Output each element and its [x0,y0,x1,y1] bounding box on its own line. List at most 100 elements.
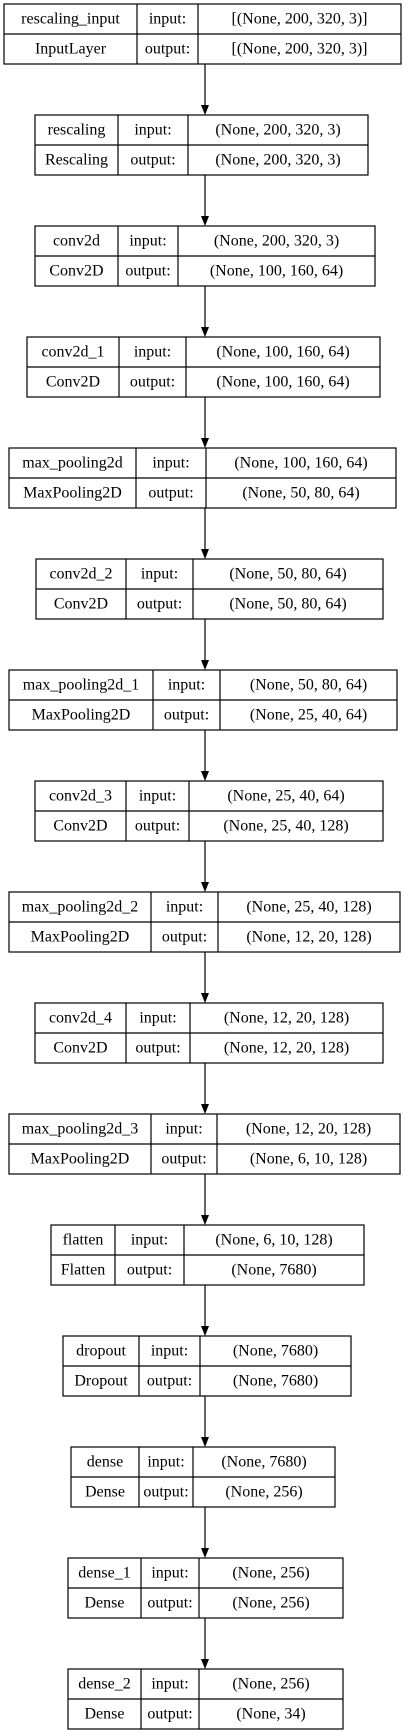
connection-arrow [201,1285,209,1336]
layer-name: max_pooling2d [22,455,122,472]
arrowhead-icon [201,771,209,781]
input-label: input: [152,455,189,472]
output-shape: (None, 50, 80, 64) [242,485,359,502]
output-shape: (None, 25, 40, 64) [250,707,367,724]
arrowhead-icon [201,993,209,1003]
layer-name: conv2d_1 [41,344,104,361]
layer-name: max_pooling2d_3 [22,1121,138,1138]
input-label: input: [151,1565,188,1582]
input-shape: (None, 200, 320, 3) [215,122,340,139]
input-label: input: [139,788,176,805]
connection-arrow [201,730,209,781]
output-label: output: [143,1484,188,1501]
layer-name: conv2d_4 [49,1010,112,1027]
output-label: output: [137,596,182,613]
layer-name: conv2d_2 [49,566,112,583]
input-shape: (None, 256) [232,1565,309,1582]
connection-arrow [201,397,209,448]
connection-arrow [201,1063,209,1114]
connection-arrow [201,1174,209,1225]
layer-name: dense_2 [78,1676,130,1693]
arrowhead-icon [201,105,209,115]
output-shape: (None, 50, 80, 64) [229,596,346,613]
input-label: input: [151,1343,188,1360]
input-shape: (None, 6, 10, 128) [215,1232,332,1249]
layer-type: MaxPooling2D [23,485,122,502]
layer-type: MaxPooling2D [31,929,130,946]
output-shape: (None, 100, 160, 64) [210,263,343,280]
layer-name: max_pooling2d_1 [23,677,139,694]
output-label: output: [130,374,175,391]
output-shape: (None, 12, 20, 128) [246,929,371,946]
output-shape: (None, 25, 40, 128) [223,818,348,835]
input-label: input: [134,344,171,361]
input-shape: (None, 12, 20, 128) [224,1010,349,1027]
layer-name: dropout [76,1343,126,1360]
output-shape: (None, 256) [225,1484,302,1501]
layer-node-max-pooling2d: max_pooling2dMaxPooling2Dinput:output:(N… [8,447,397,509]
input-label: input: [151,1676,188,1693]
arrowhead-icon [201,1659,209,1669]
input-label: input: [131,1232,168,1249]
input-label: input: [166,899,203,916]
output-shape: (None, 256) [232,1595,309,1612]
connection-arrow [201,286,209,337]
input-label: input: [139,1010,176,1027]
layer-type: Conv2D [53,818,107,835]
output-label: output: [162,929,207,946]
connection-arrow [201,619,209,670]
layer-name: conv2d [53,233,100,250]
output-label: output: [127,1262,172,1279]
connection-arrow [201,841,209,892]
input-shape: (None, 256) [232,1676,309,1693]
layer-type: Conv2D [49,263,103,280]
connection-arrow [201,952,209,1003]
layer-type: InputLayer [35,41,107,58]
input-label: input: [165,1121,202,1138]
arrowhead-icon [201,549,209,559]
input-shape: (None, 7680) [221,1454,306,1471]
arrowhead-icon [201,882,209,892]
output-label: output: [161,1151,206,1168]
output-label: output: [135,818,180,835]
layer-type: Dropout [74,1373,128,1390]
layer-type: MaxPooling2D [31,1151,130,1168]
input-label: input: [141,566,178,583]
layer-type: Rescaling [45,152,108,169]
input-shape: (None, 7680) [233,1343,318,1360]
arrowhead-icon [201,327,209,337]
output-shape: (None, 12, 20, 128) [224,1040,349,1057]
layer-name: max_pooling2d_2 [22,899,138,916]
output-label: output: [135,1040,180,1057]
layer-type: Conv2D [53,1040,107,1057]
input-shape: (None, 100, 160, 64) [234,455,367,472]
output-label: output: [147,1706,192,1723]
connection-arrow [201,175,209,226]
layer-type: MaxPooling2D [32,707,131,724]
layer-type: Dense [85,1706,125,1723]
input-shape: (None, 25, 40, 128) [246,899,371,916]
layer-type: Flatten [61,1262,105,1279]
input-label: input: [168,677,205,694]
layer-name: dense_1 [78,1565,130,1582]
layer-name: dense [87,1454,123,1471]
input-shape: (None, 50, 80, 64) [229,566,346,583]
layer-name: rescaling_input [21,11,120,28]
output-label: output: [147,1595,192,1612]
connection-arrow [201,508,209,559]
arrowhead-icon [201,216,209,226]
connection-arrow [201,1396,209,1447]
output-label: output: [130,152,175,169]
output-label: output: [125,263,170,280]
